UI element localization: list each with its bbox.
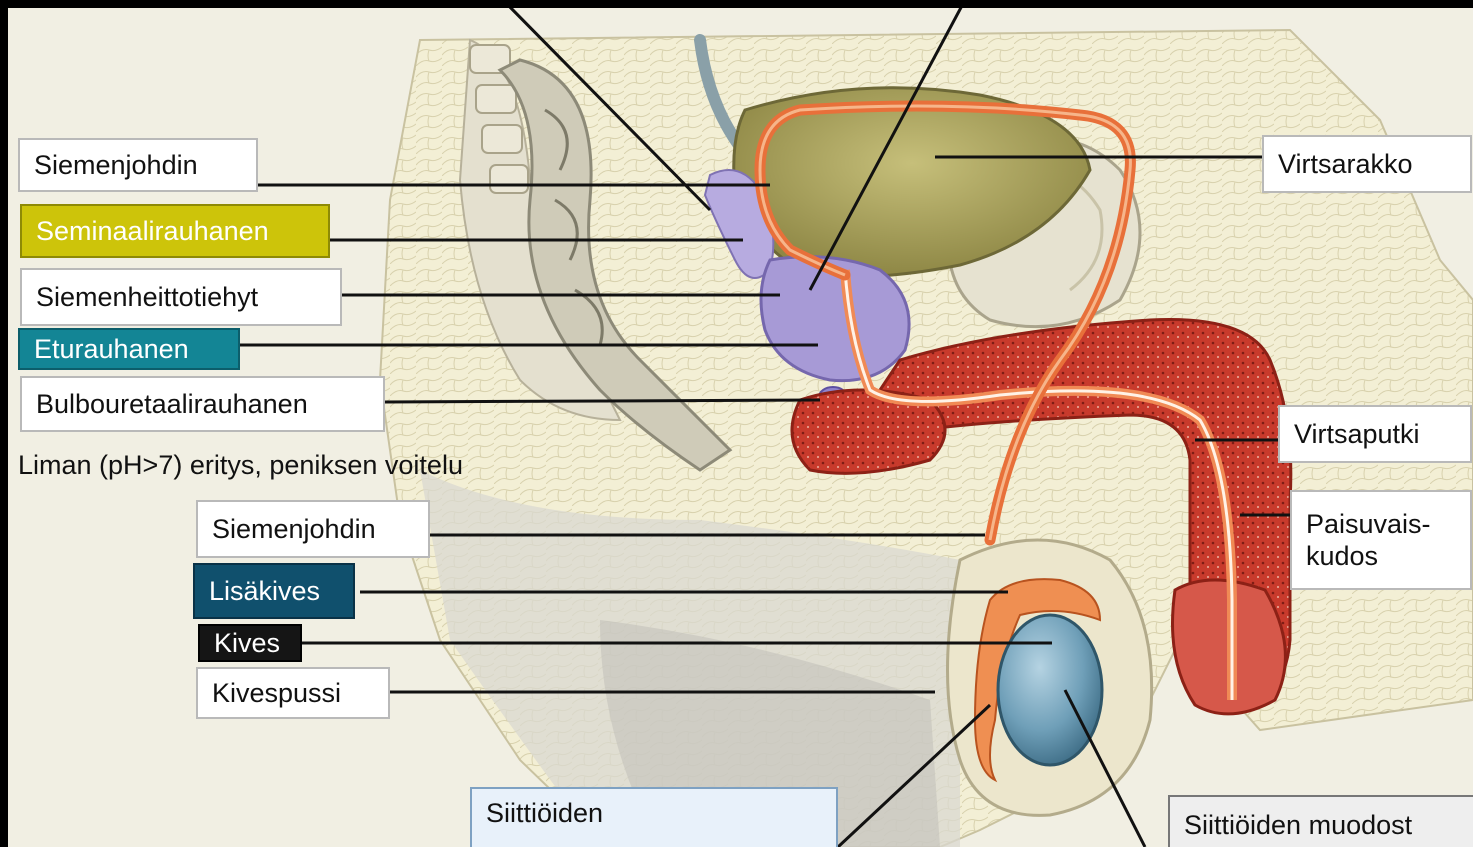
label-eturauhanen: Eturauhanen xyxy=(18,328,240,370)
label-siemenjohdin-mid: Siemenjohdin xyxy=(196,500,430,558)
label-kivespussi: Kivespussi xyxy=(196,667,390,719)
label-paisuvaiskudos: Paisuvais- kudos xyxy=(1290,490,1472,590)
label-kives: Kives xyxy=(198,624,302,662)
label-bulbouretaalirauhanen: Bulbouretaalirauhanen xyxy=(20,376,385,432)
paisuvais-line-1: Paisuvais- xyxy=(1306,508,1431,540)
label-virtsaputki: Virtsaputki xyxy=(1278,405,1472,463)
label-virtsarakko: Virtsarakko xyxy=(1262,135,1472,193)
note-liman-eritys: Liman (pH>7) eritys, peniksen voitelu xyxy=(18,450,463,481)
label-siemenjohdin-top: Siemenjohdin xyxy=(18,138,258,192)
label-siittioiden-muodostus: Siittiöiden muodost xyxy=(1168,795,1473,847)
label-siemenheittotiehyt: Siemenheittotiehyt xyxy=(20,268,342,326)
testis xyxy=(998,615,1102,765)
paisuvais-line-2: kudos xyxy=(1306,540,1378,572)
label-seminaalirauhanen: Seminaalirauhanen xyxy=(20,204,330,258)
label-lisakives: Lisäkives xyxy=(193,563,355,619)
label-siittioiden-bottom-left: Siittiöiden xyxy=(470,787,838,847)
